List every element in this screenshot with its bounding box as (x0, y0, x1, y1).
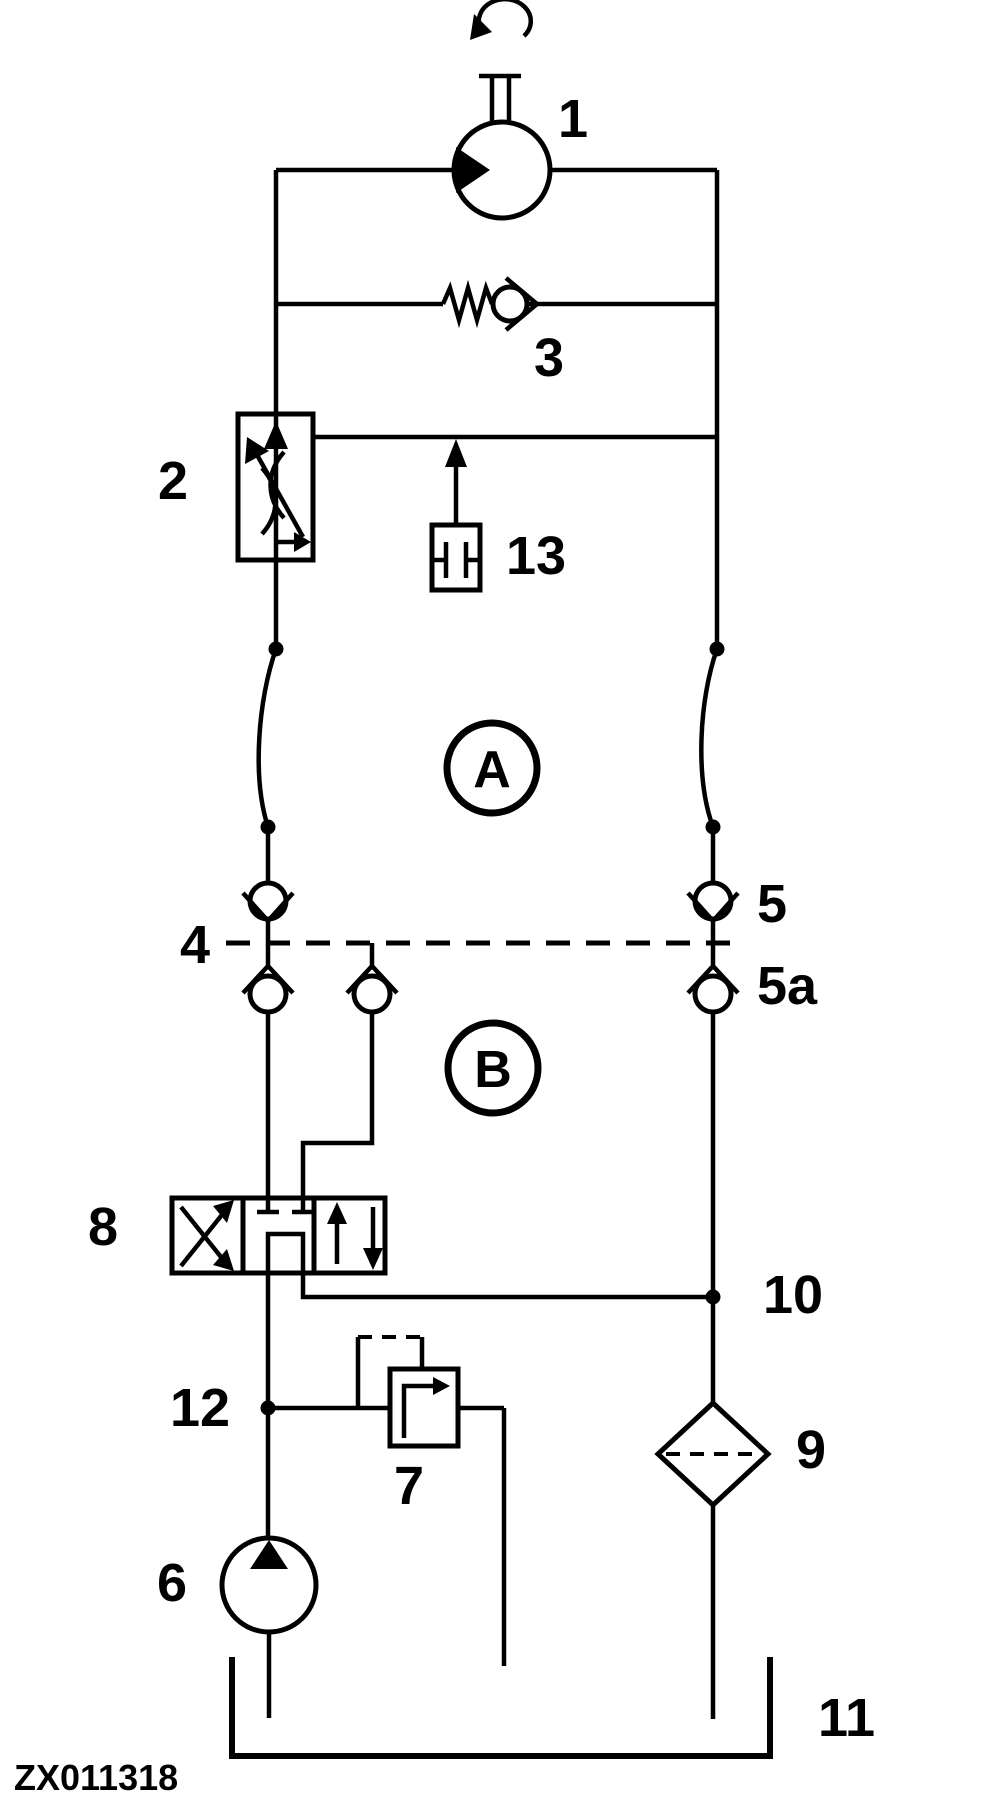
throttle-arrow (254, 451, 305, 539)
pump (219, 1535, 319, 1718)
coupler-5-upper (686, 880, 740, 943)
label-coupler-right-upper: 5 (757, 874, 787, 934)
label-pilot-tap: 13 (506, 526, 566, 586)
section-b-marker: B (444, 1019, 542, 1117)
flow-control-valve (235, 411, 316, 563)
check-ball (490, 284, 530, 324)
svg-text:B: B (474, 1041, 512, 1099)
label-directional-valve: 8 (88, 1197, 118, 1257)
tank (229, 1657, 773, 1759)
label-relief-valve: 7 (394, 1456, 424, 1516)
label-filter: 9 (796, 1420, 826, 1480)
lower-circuit-lines (260, 1273, 721, 1666)
rotation-arrowhead (470, 14, 492, 40)
label-motor: 1 (558, 89, 588, 149)
svg-text:A: A (473, 741, 511, 799)
relief-valve (355, 1335, 461, 1449)
pilot-tap (429, 439, 483, 593)
label-coupler-right-lower: 5a (757, 956, 818, 1016)
rotation-arrow-icon (476, 0, 534, 38)
section-a-marker: A (443, 719, 541, 817)
pilot-arrowhead (445, 439, 467, 467)
label-junction-12: 12 (170, 1378, 230, 1438)
motor-circle (451, 119, 553, 221)
check-valve-3 (440, 276, 539, 332)
coupler-4-upper (241, 880, 295, 943)
hydraulic-motor (451, 0, 553, 221)
coupler-middle-lower (300, 943, 399, 1198)
filter (654, 1399, 772, 1719)
directional-valve (169, 1195, 388, 1276)
label-check-valve: 3 (534, 328, 564, 388)
figure-code: ZX011318 (14, 1757, 178, 1798)
coupler-5a-lower (686, 943, 740, 1297)
spring-icon (440, 279, 495, 329)
left-hose (256, 641, 284, 884)
upper-circuit-lines (273, 167, 720, 649)
right-hose (699, 641, 725, 884)
label-coupler-left: 4 (180, 915, 210, 975)
label-pump: 6 (157, 1553, 187, 1613)
up-flow-arrowhead (264, 421, 288, 449)
label-tank: 11 (818, 1688, 875, 1748)
label-flow-control: 2 (158, 451, 188, 511)
label-junction-10: 10 (763, 1265, 823, 1325)
coupler-4-lower (241, 943, 295, 1198)
pump-flow-triangle (250, 1540, 288, 1569)
motor-flow-triangle (456, 147, 490, 193)
